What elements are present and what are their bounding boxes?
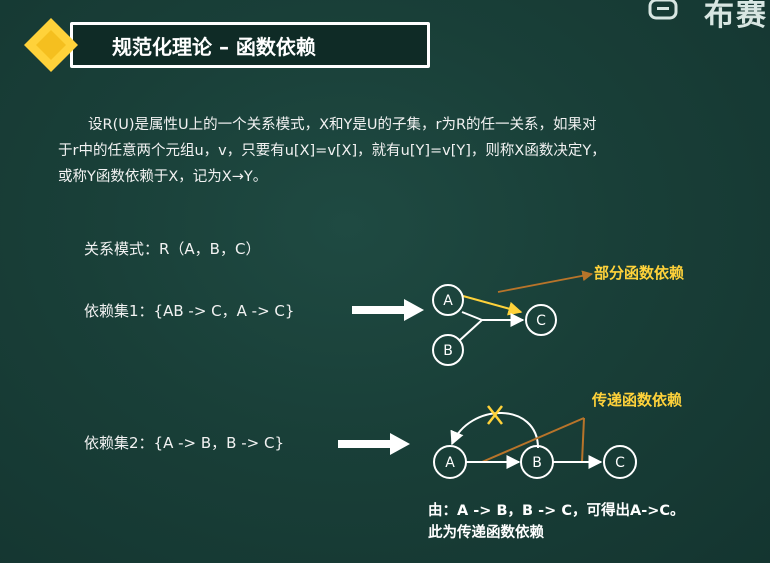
conclusion-line-1: 由：A -> B，B -> C，可得出A->C。 (428, 503, 685, 519)
set2-node-b-label: B (532, 455, 542, 471)
logo-text: 布赛 (704, 0, 768, 33)
set2-node-c (603, 445, 637, 479)
brand-logo: 布赛 (640, 0, 770, 33)
set1-node-a-label: A (443, 293, 453, 309)
set2-node-a (433, 445, 467, 479)
set1-arrow-icon (352, 299, 424, 321)
logo-icon (648, 0, 678, 20)
set2-annotation: 传递函数依赖 (592, 391, 683, 409)
definition-line-2: 于r中的任意两个元组u，v，只要有u[X]=v[X]，就有u[Y]=v[Y]，则… (58, 143, 606, 159)
set2-edge-a-c-crossed (450, 412, 539, 449)
set2-diagram: A B C (433, 405, 637, 479)
set2-annotation-leader-2 (581, 417, 585, 463)
set1-annotation: 部分函数依赖 (594, 264, 685, 282)
set2-node-a-label: A (445, 455, 455, 471)
schema-label: 关系模式：R（A，B，C） (84, 240, 261, 258)
set1-node-c (525, 304, 557, 336)
conclusion-line-2: 此为传递函数依赖 (428, 525, 544, 541)
set1-node-c-label: C (536, 313, 546, 329)
set2-annotation-leader-1 (481, 417, 585, 463)
definition-line-3: 或称Y函数依赖于X，记为X→Y。 (58, 169, 268, 185)
set1-node-b (432, 334, 464, 366)
set2-node-c-label: C (615, 455, 625, 471)
set1-annotation-leader (497, 270, 594, 293)
set1-edge-a-c (462, 295, 523, 316)
set2-label: 依赖集2：{A -> B，B -> C} (84, 434, 284, 452)
set1-diagram: A B C (432, 270, 594, 366)
set2-arrow-icon (338, 433, 410, 455)
set1-edge-a-join (461, 311, 483, 321)
set1-node-a (432, 284, 464, 316)
page-title: 规范化理论 – 函数依赖 (112, 35, 316, 59)
set1-edge-b-join (459, 319, 483, 341)
set2-node-b (520, 445, 554, 479)
title-banner: 规范化理论 – 函数依赖 (70, 22, 430, 68)
set1-node-b-label: B (443, 343, 453, 359)
diamond-icon (24, 18, 78, 72)
definition-paragraph: 设R(U)是属性U上的一个关系模式，X和Y是U的子集，r为R的任一关系，如果对 … (58, 112, 738, 190)
set2-conclusion: 由：A -> B，B -> C，可得出A->C。 此为传递函数依赖 (428, 500, 685, 544)
definition-line-1: 设R(U)是属性U上的一个关系模式，X和Y是U的子集，r为R的任一关系，如果对 (88, 117, 597, 133)
set1-label: 依赖集1：{AB -> C，A -> C} (84, 302, 295, 320)
